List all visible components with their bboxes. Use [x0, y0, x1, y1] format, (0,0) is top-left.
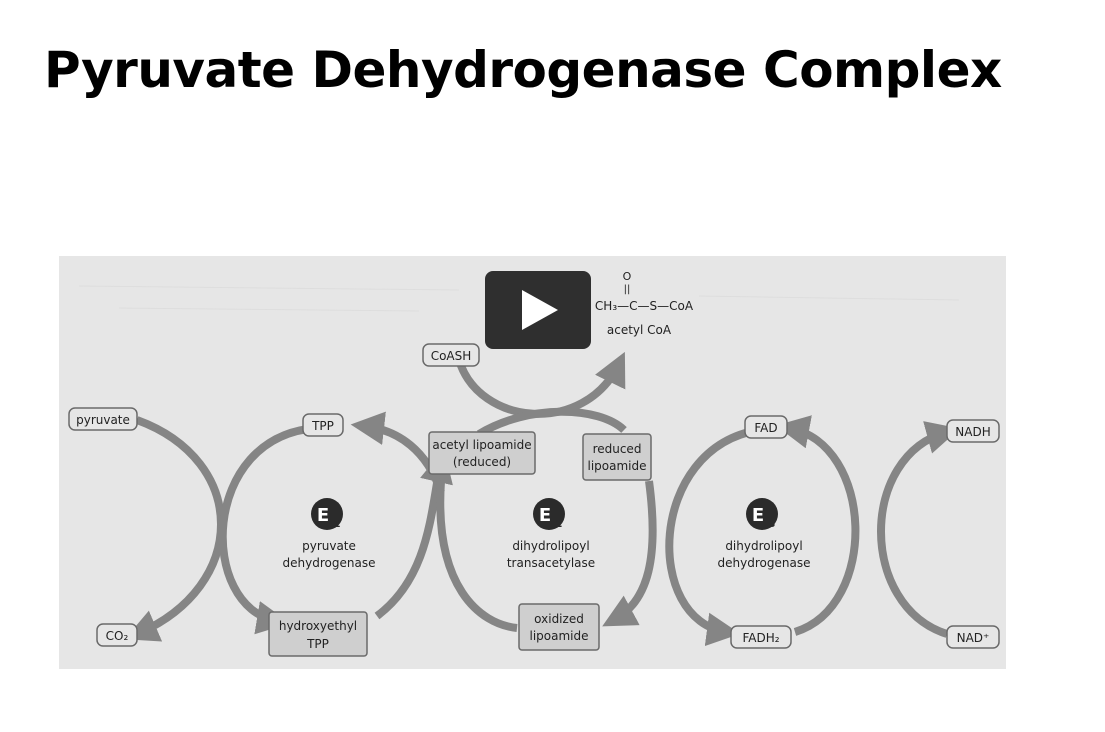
svg-text:O: O — [623, 270, 632, 283]
svg-text:CO₂: CO₂ — [106, 629, 129, 643]
co2-label: CO₂ — [96, 623, 138, 647]
nad-label: NAD⁺ — [946, 625, 1000, 649]
svg-text:3: 3 — [769, 519, 776, 530]
svg-text:NAD⁺: NAD⁺ — [957, 631, 990, 645]
video-play-button[interactable] — [485, 271, 591, 349]
reduced-to-oxidized-lipoamide-arrow — [602, 480, 657, 627]
svg-text:acetyl CoA: acetyl CoA — [607, 323, 672, 337]
oxidized-lipoamide-box: oxidized lipoamide — [518, 603, 600, 651]
svg-text:FADH₂: FADH₂ — [742, 631, 779, 645]
e1-return-to-tpp-arrow — [350, 411, 445, 494]
e3-enzyme-icon: E 3 — [746, 498, 778, 530]
acetyl-lipoamide-box: acetyl lipoamide (reduced) — [428, 431, 536, 475]
svg-text:NADH: NADH — [955, 425, 990, 439]
svg-text:FAD: FAD — [754, 421, 777, 435]
e1-name-line2: dehydrogenase — [283, 556, 376, 570]
svg-text:CoASH: CoASH — [431, 349, 472, 363]
svg-text:2: 2 — [556, 519, 563, 530]
svg-text:1: 1 — [334, 519, 341, 530]
svg-text:lipoamide: lipoamide — [529, 629, 588, 643]
background-texture — [78, 285, 960, 312]
svg-text:lipoamide: lipoamide — [587, 459, 646, 473]
reduced-lipoamide-box: reduced lipoamide — [582, 433, 652, 481]
svg-text:oxidized: oxidized — [534, 612, 584, 626]
coash-label: CoASH — [422, 343, 480, 367]
nadh-label: NADH — [946, 419, 1000, 443]
svg-text:E: E — [317, 505, 329, 526]
e2-name-line2: transacetylase — [507, 556, 595, 570]
e1-enzyme-icon: E 1 — [311, 498, 343, 530]
svg-text:||: || — [624, 284, 631, 295]
svg-text:(reduced): (reduced) — [453, 455, 511, 469]
svg-text:pyruvate: pyruvate — [76, 413, 130, 427]
fadh2-label: FADH₂ — [730, 625, 792, 649]
acetyl-coa-structure: O || CH₃—C—S—CoA acetyl CoA — [595, 270, 694, 337]
pyruvate-to-co2-arrow — [124, 416, 225, 642]
e3-name-line1: dihydrolipoyl — [725, 539, 802, 553]
e2-enzyme-icon: E 2 — [533, 498, 565, 530]
fadh2-to-fad-arrow — [775, 415, 860, 636]
svg-text:acetyl lipoamide: acetyl lipoamide — [432, 438, 531, 452]
svg-text:CH₃—C—S—CoA: CH₃—C—S—CoA — [595, 299, 694, 313]
e1-name-line1: pyruvate — [302, 539, 356, 553]
svg-text:hydroxyethyl: hydroxyethyl — [279, 619, 357, 633]
play-icon — [522, 290, 558, 330]
svg-text:E: E — [539, 505, 551, 526]
nad-to-nadh-arrow — [877, 421, 960, 638]
reduced-lipoamide-to-fadh2-arrow — [665, 426, 760, 646]
acetyl-to-reduced-crossing-arrow — [476, 407, 627, 438]
svg-text:TPP: TPP — [306, 637, 329, 651]
svg-text:reduced: reduced — [593, 442, 642, 456]
e2-name-line1: dihydrolipoyl — [512, 539, 589, 553]
fad-label: FAD — [744, 415, 788, 439]
svg-text:TPP: TPP — [311, 419, 334, 433]
pyruvate-label: pyruvate — [68, 407, 138, 431]
coash-to-acetylcoa-arrow — [455, 351, 626, 418]
tpp-to-hydroxyethyl-arrow — [218, 424, 318, 635]
acetyl-lipoamide-to-oxidized-arrow — [436, 480, 518, 632]
hydroxyethyl-to-acetyl-arrow — [374, 448, 453, 620]
svg-text:E: E — [752, 505, 764, 526]
tpp-label: TPP — [302, 413, 344, 437]
slide-title: Pyruvate Dehydrogenase Complex — [44, 41, 1002, 99]
hydroxyethyl-tpp-box: hydroxyethyl TPP — [268, 611, 368, 657]
e3-name-line2: dehydrogenase — [718, 556, 811, 570]
